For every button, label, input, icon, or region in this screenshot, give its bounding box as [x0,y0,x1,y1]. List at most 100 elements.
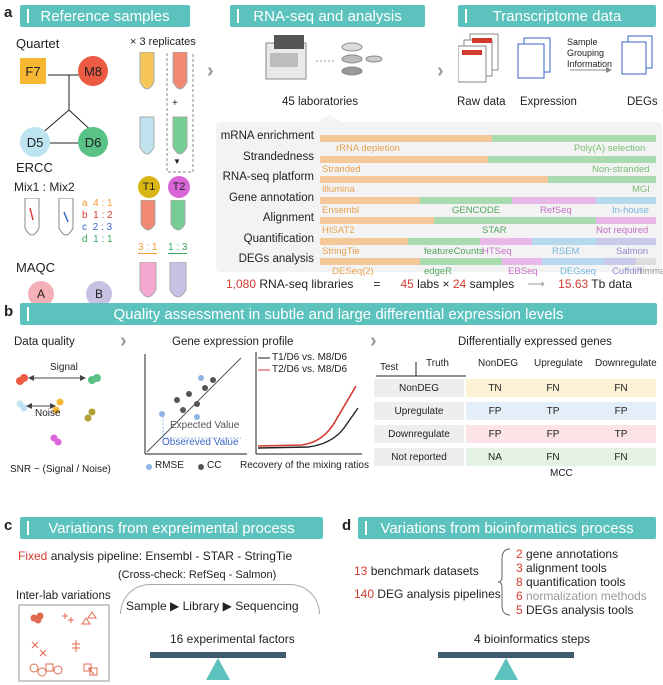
mix-ratio-c: c 2 : 3 [82,222,113,233]
cc-label: CC [207,460,222,471]
interlab-title: Inter-lab variations [16,590,111,602]
maqc-a-circle: A [28,281,54,307]
t1-ratio: 3 : 1 [138,242,158,254]
step-library: Library [182,599,220,613]
workflow-bar-segment [502,258,542,265]
legend-t1-label: T1/D6 vs. M8/D6 [272,352,348,363]
workflow-row-label-alignment: Alignment [262,212,314,224]
quartet-d6-circle: D6 [78,127,108,157]
pipelines-text: DEG analysis pipelines [377,587,501,601]
table-col-upregulate: Upregulate [534,358,583,369]
crosscheck-text: (Cross-check: RefSeq - Salmon) [118,569,277,581]
tool-text: alignment tools [526,561,607,575]
tool-count: 3 [516,561,527,575]
sequencer-icon [265,35,383,80]
rmse-label: RMSE [155,460,184,471]
tools-brace [498,548,511,616]
maqc-title: MAQC [16,260,55,275]
arrow-icon: ▶ [222,599,232,613]
table-cell: FP [546,428,560,440]
workflow-bar-segment [320,237,408,245]
table-row-label: Not reported [374,448,464,466]
table-cell: TP [614,428,628,440]
fixed-pipeline-line: Fixed analysis pipeline: Ensembl - STAR … [18,549,292,563]
mixing-ratio-plot [255,352,362,455]
tool-item: 2 gene annotations [516,547,618,561]
chevron-right-icon: › [207,60,214,82]
workflow-option: Illumina [322,184,355,195]
workflow-option: RSEM [552,245,580,257]
pipelines-line: 140 DEG analysis pipelines [354,587,501,601]
workflow-option: StringTie [322,245,360,257]
data-quality-scatter [16,374,101,446]
workflow-bar-segment [636,258,656,265]
expression-scatter-plot [144,354,247,455]
tool-count: 5 [516,603,527,617]
table-row [466,402,656,420]
panel-a-label: a [4,4,13,21]
rna-seq-analysis-banner: RNA-seq and analysis [230,5,425,27]
cc-legend-dot [198,464,204,470]
workflow-bar-segment [420,196,512,204]
snr-formula: SNR ~ (Signal / Noise) [10,464,111,475]
workflow-bar-segment [596,217,656,224]
workflow-row-label-mrna-enrichment: mRNA enrichment [220,130,314,142]
panel-c-label: c [4,517,13,534]
workflow-bar-segment [488,155,656,163]
plus-sign: + [172,98,178,109]
workflow-bar-segment [532,237,596,245]
tool-count: 6 [516,589,527,603]
summary-line: 1,080 RNA-seq libraries = 45 labs × 24 s… [226,277,632,291]
reference-samples-banner: Reference samples [20,5,190,27]
table-cell: TP [546,405,560,417]
workflow-bar-segment [320,217,434,224]
tb-count: 15.63 [558,277,589,291]
t-tubes [140,200,186,231]
workflow-option: rRNA depletion [336,143,400,154]
quality-assessment-banner: Quality assessment in subtle and large d… [20,303,657,325]
quartet-d5-circle: D5 [20,127,50,157]
fixed-word: Fixed [18,549,48,563]
workflow-option: RefSeq [540,204,572,216]
quartet-title: Quartet [16,36,60,51]
table-row [466,379,656,397]
workflow-bar-segment [320,258,420,265]
experimental-factors-label: 16 experimental factors [170,632,295,646]
t2-ratio: 1 : 3 [168,242,188,254]
table-cell: TN [488,382,502,394]
table-cell: FN [614,382,628,394]
gene-expression-profile-title: Gene expression profile [172,336,294,348]
table-cell: FP [488,405,502,417]
samples-text: samples [469,277,515,291]
workflow-option: DESeq(2) [332,266,374,277]
degs-label: DEGs [627,96,658,108]
arrow-icon: ⟶ [527,277,545,291]
workflow-option: DEGseq [560,266,596,277]
table-truth-label: Truth [426,358,449,369]
libraries-text: RNA-seq libraries [259,277,354,291]
tool-text: quantification tools [526,575,626,589]
workflow-bar-segment [548,176,656,183]
t1-circle: T1 [138,176,160,198]
table-test-label: Test [380,362,399,373]
workflow-row-label-quantification: Quantification [243,232,314,245]
workflow-row-label-gene-annotation: Gene annotation [228,191,314,204]
t2-circle: T2 [168,176,190,198]
arrow-icon: ▶ [170,599,180,613]
panel-d-label: d [342,517,352,534]
mix-ratio-a: a 4 : 1 [82,198,113,209]
table-row-label: Upregulate [374,402,464,420]
workflow-option: limma [640,266,663,277]
workflow-bar-segment [320,176,548,183]
workflow-option: Non-stranded [592,163,650,175]
labs-text: labs × [417,277,450,291]
table-row [466,425,656,443]
workflow-bar-segment [434,217,596,224]
raw-data-label: Raw data [457,96,506,108]
workflow-bar-segment [596,237,656,245]
workflow-option: Poly(A) selection [574,143,646,154]
recovery-label: Recovery of the mixing ratios [240,460,369,471]
workflow-bar-segment [542,258,604,265]
ercc-tubes [24,198,74,236]
seesaw-icon [150,652,286,680]
